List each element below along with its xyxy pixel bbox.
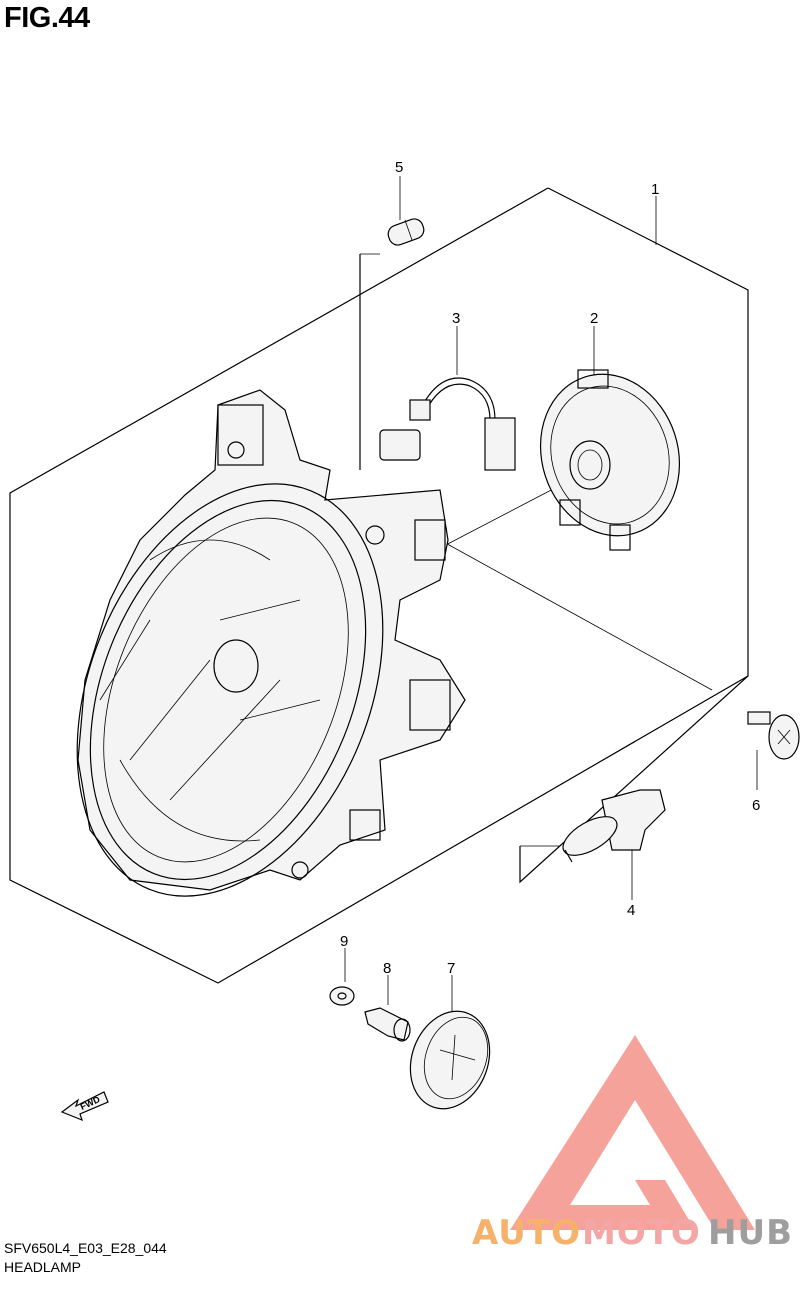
callout-labels: 1 2 3 4 5 6 7 8 9 xyxy=(340,159,760,977)
bulb-cover xyxy=(539,369,681,551)
assembly-frame xyxy=(9,187,749,984)
logo-triangle-mark xyxy=(510,1035,755,1230)
automotohub-logo: AUTO MOTO HUB xyxy=(472,1035,793,1253)
spacer-pin xyxy=(364,1007,411,1042)
logo-word-hub: HUB xyxy=(708,1213,793,1253)
socket-harness xyxy=(379,377,516,471)
callout-9: 9 xyxy=(340,933,348,950)
leader-lines xyxy=(344,176,758,1012)
callout-1: 1 xyxy=(651,181,659,198)
callout-7: 7 xyxy=(447,960,455,977)
figure-caption: SFV650L4_E03_E28_044 HEADLAMP xyxy=(4,1239,167,1277)
callout-3: 3 xyxy=(452,310,460,327)
position-bulb xyxy=(387,218,425,246)
figure-code: SFV650L4_E03_E28_044 xyxy=(4,1240,167,1256)
callout-5: 5 xyxy=(395,159,403,176)
fwd-arrow: FWD xyxy=(60,1091,109,1122)
headlamp-housing xyxy=(76,389,466,897)
logo-word-auto: AUTO xyxy=(472,1213,581,1253)
figure-name: HEADLAMP xyxy=(4,1259,82,1275)
headlamp-bulb xyxy=(562,789,666,863)
mounting-screw xyxy=(747,711,800,760)
lamp-cap xyxy=(409,1010,491,1110)
washer xyxy=(329,986,355,1006)
callout-8: 8 xyxy=(383,960,391,977)
logo-word-moto: MOTO xyxy=(582,1213,701,1253)
callout-4: 4 xyxy=(627,902,635,919)
callout-6: 6 xyxy=(752,797,760,814)
figure-title: FIG.44 xyxy=(4,2,90,34)
callout-2: 2 xyxy=(590,310,598,327)
